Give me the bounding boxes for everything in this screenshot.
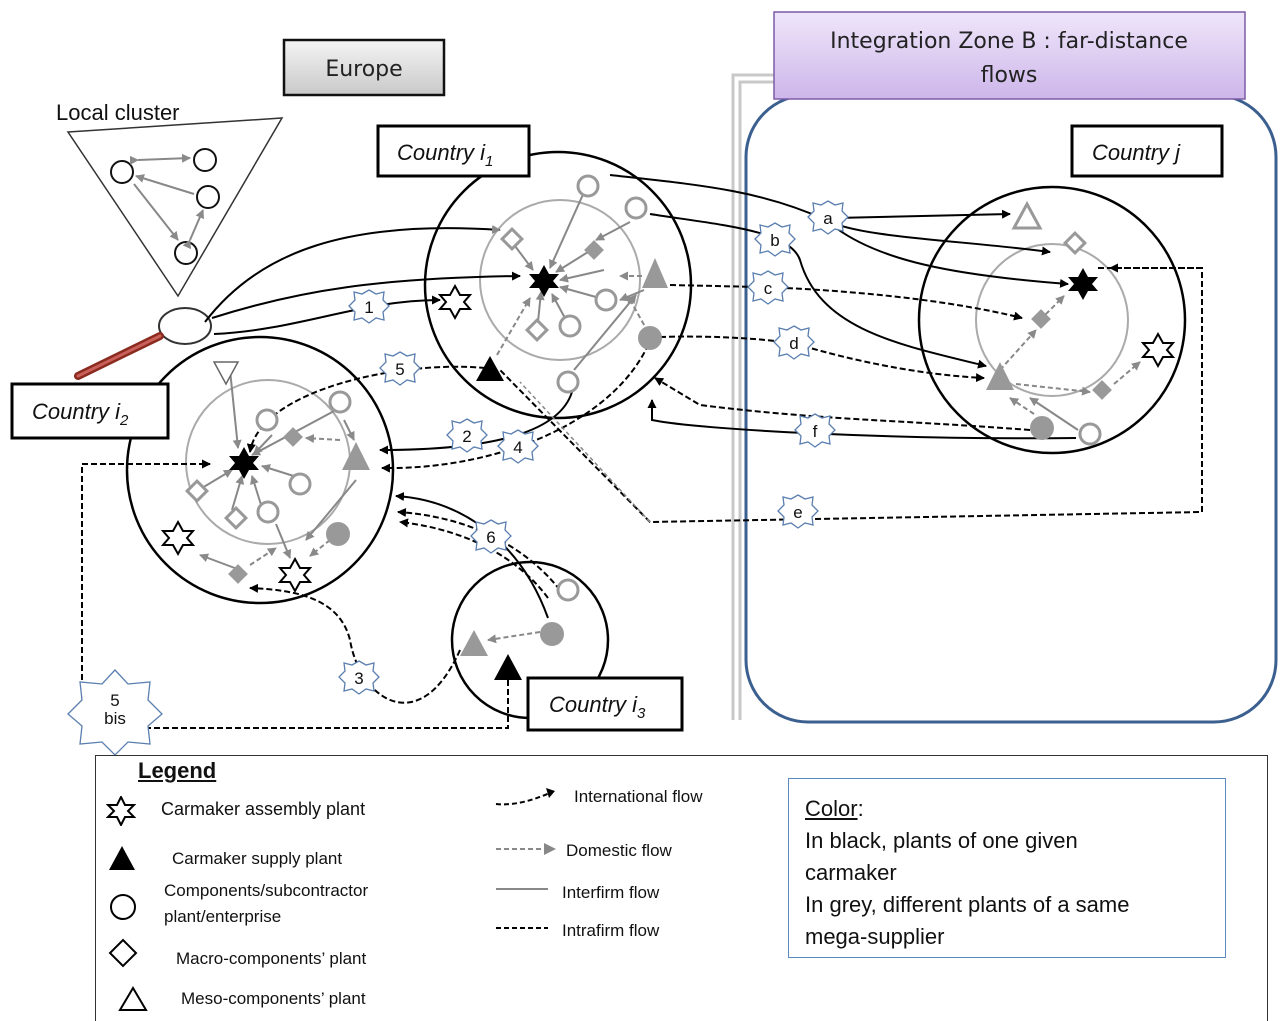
legend-components-line2: plant/enterprise (164, 907, 282, 926)
country-label-j: Country j (1070, 124, 1224, 178)
interfirm-flow-icon (496, 888, 548, 890)
svg-text:1: 1 (364, 298, 373, 317)
supply-triangle-icon (109, 846, 135, 870)
svg-text:a: a (823, 209, 833, 228)
zone-b-title-line1: Integration Zone B : far-distance (830, 29, 1188, 54)
integration-zone: Integration Zone B : far-distance flows (731, 11, 1278, 724)
zone-b-title-line2: flows (981, 63, 1038, 88)
i1-assembly-outline (437, 283, 473, 321)
color-note-line1: In black, plants of one given (805, 828, 1078, 853)
meso-triangle-icon (118, 986, 148, 1011)
intrafirm-flow-icon (496, 927, 548, 929)
legend: Legend Carmaker assembly plant Carmaker … (95, 755, 1268, 1021)
flows (81, 174, 1203, 729)
badge-a: a (807, 200, 849, 235)
svg-text:b: b (770, 231, 779, 250)
svg-text:Country i2: Country i2 (32, 399, 129, 429)
flow-badges: 1 2 3 4 5 6 5 bis a (67, 200, 849, 756)
svg-text:Country i1: Country i1 (397, 140, 493, 170)
svg-text:d: d (789, 334, 798, 353)
svg-text:3: 3 (354, 669, 363, 688)
legend-macro: Macro-components’ plant (176, 949, 367, 968)
badge-3: 3 (338, 660, 380, 695)
macro-diamond-icon (108, 938, 138, 968)
svg-text:c: c (764, 279, 773, 298)
badge-d: d (773, 325, 815, 360)
zone-separator-bar (731, 73, 776, 720)
badge-e: e (777, 494, 819, 529)
assembly-star-icon (106, 796, 136, 826)
svg-text:f: f (813, 422, 818, 441)
badge-b: b (754, 222, 796, 257)
badge-f: f (794, 413, 836, 448)
europe-label: Europe (325, 57, 402, 82)
color-note-line2: carmaker (805, 860, 897, 885)
svg-text:bis: bis (104, 709, 126, 728)
zone-b-frame (744, 93, 1278, 724)
country-label-i3: Country i3 (526, 676, 684, 732)
svg-text:Country j: Country j (1092, 140, 1181, 165)
components-circle-icon (110, 894, 136, 920)
country-label-i1: Country i1 (376, 124, 531, 178)
badge-5: 5 (379, 351, 421, 386)
legend-meso: Meso-components’ plant (181, 989, 366, 1008)
domestic-flow-icon (496, 843, 556, 855)
international-flow-icon (495, 788, 555, 806)
legend-assembly: Carmaker assembly plant (161, 799, 366, 819)
legend-domestic: Domestic flow (566, 841, 672, 860)
legend-intrafirm: Intrafirm flow (562, 921, 660, 940)
color-note-line4: mega-supplier (805, 924, 945, 949)
legend-components-line1: Components/subcontractor (164, 881, 369, 900)
svg-text:2: 2 (462, 427, 471, 446)
local-cluster-label: Local cluster (56, 100, 180, 125)
legend-interfirm: Interfirm flow (562, 883, 660, 902)
zone-b-header (773, 11, 1246, 100)
country-label-i2: Country i2 (10, 382, 170, 440)
color-note: Color: In black, plants of one given car… (788, 778, 1226, 958)
legend-supply: Carmaker supply plant (172, 849, 343, 868)
badge-6: 6 (470, 519, 512, 554)
legend-international: International flow (574, 787, 703, 806)
badge-5bis: 5 bis (67, 669, 163, 756)
svg-text:e: e (793, 503, 802, 522)
local-cluster: Local cluster (56, 100, 284, 380)
color-note-line3: In grey, different plants of a same (805, 892, 1130, 917)
badge-4: 4 (497, 429, 539, 464)
legend-title: Legend (138, 758, 217, 783)
color-note-title: Color (805, 796, 858, 821)
badge-2: 2 (446, 418, 488, 453)
plants (160, 174, 1176, 680)
country-j (917, 185, 1187, 455)
svg-text:5: 5 (395, 360, 404, 379)
svg-text:6: 6 (486, 528, 495, 547)
europe-box: Europe (282, 38, 446, 97)
svg-text:4: 4 (513, 438, 522, 457)
badge-1: 1 (348, 289, 390, 324)
svg-text:5: 5 (110, 691, 119, 710)
badge-c: c (747, 270, 789, 305)
svg-text:Country i3: Country i3 (549, 692, 646, 722)
